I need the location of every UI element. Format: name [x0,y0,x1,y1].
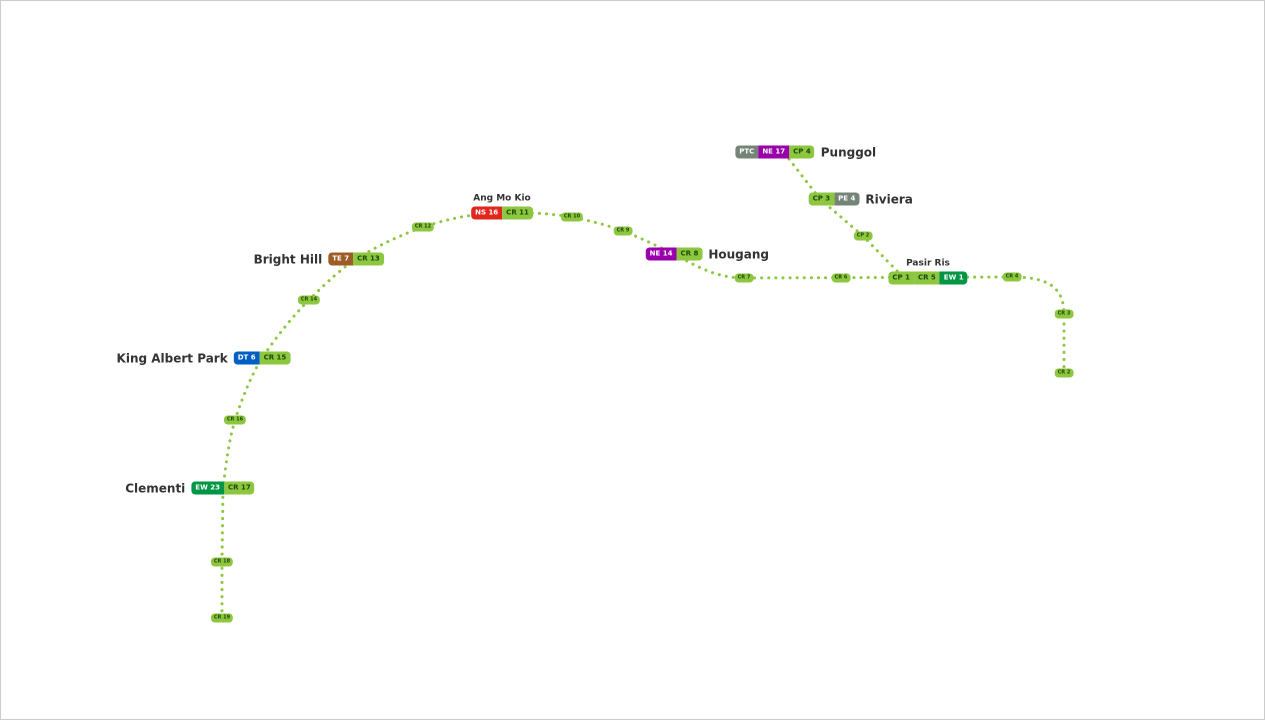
station-code-badges: CR 7 [734,273,754,283]
station-code-badges: CR 2 [1054,368,1074,378]
station-code-cr: CR 7 [734,273,754,283]
station-code-cr: CR 19 [210,613,234,623]
station-code-badges: CR 18 [210,557,234,567]
station-code-cr: CR 12 [411,222,435,232]
station-cr2[interactable]: CR 2 [1054,368,1074,378]
station-code-ptc: PTC [735,145,759,159]
station-code-ew: EW 1 [939,271,968,285]
station-code-te: TE 7 [328,252,354,266]
station-cr3[interactable]: CR 3 [1054,309,1074,319]
station-cr6[interactable]: CR 6 [831,273,851,283]
station-cr14[interactable]: CR 14 [297,295,321,305]
cross-island-line-track [220,211,1066,620]
station-name: Clementi [125,481,186,495]
station-cr18[interactable]: CR 18 [210,557,234,567]
station-code-cp: CP 3 [808,192,835,206]
station-code-badges: CR 9 [613,226,633,236]
station-code-cp: CP 1 [888,271,914,285]
station-code-cr: CR 5 [913,271,940,285]
station-code-cr: CR 18 [210,557,234,567]
station-name: Punggol [820,145,877,159]
station-name: Pasir Ris [906,258,950,269]
station-code-badges: CR 3 [1054,309,1074,319]
station-code-badges: CR 4 [1002,272,1022,282]
station-cr10[interactable]: CR 10 [560,212,584,222]
station-code-badges: CP 2 [853,231,873,241]
station-code-cr: CR 10 [560,212,584,222]
station-code-badges: CR 14 [297,295,321,305]
station-code-badges: CR 12 [411,222,435,232]
station-code-cr: CR 17 [223,481,255,495]
station-cr19[interactable]: CR 19 [210,613,234,623]
station-code-cp: CP 2 [853,231,873,241]
punggol-branch-track [787,157,901,275]
station-code-cp: CP 4 [789,145,815,159]
station-code-ne: NE 17 [758,145,790,159]
station-name: King Albert Park [116,351,228,365]
station-code-ew: EW 23 [191,481,224,495]
station-code-ns: NS 16 [471,206,503,220]
station-code-ne: NE 14 [645,247,677,261]
station-cr4[interactable]: CR 4 [1002,272,1022,282]
station-code-cr: CR 4 [1002,272,1022,282]
station-code-cr: CR 15 [259,351,291,365]
station-code-badges: CR 16 [223,415,247,425]
station-code-cr: CR 9 [613,226,633,236]
station-code-cr: CR 11 [502,206,533,220]
station-cr7[interactable]: CR 7 [734,273,754,283]
station-code-pe: PE 4 [834,192,860,206]
station-code-cr: CR 16 [223,415,247,425]
station-name: Ang Mo Kio [473,193,531,204]
station-name: Hougang [708,247,769,261]
station-cr12[interactable]: CR 12 [411,222,435,232]
station-name: Riviera [865,192,913,206]
station-name: Bright Hill [253,252,323,266]
station-code-badges: CR 19 [210,613,234,623]
station-code-cr: CR 14 [297,295,321,305]
station-code-cr: CR 2 [1054,368,1074,378]
station-cr9[interactable]: CR 9 [613,226,633,236]
station-cr16[interactable]: CR 16 [223,415,247,425]
station-code-cr: CR 3 [1054,309,1074,319]
station-cp2[interactable]: CP 2 [853,231,873,241]
station-code-cr: CR 13 [353,252,384,266]
station-code-cr: CR 8 [676,247,703,261]
station-code-dt: DT 6 [233,351,260,365]
station-code-badges: CR 10 [560,212,584,222]
station-code-badges: CR 6 [831,273,851,283]
station-code-cr: CR 6 [831,273,851,283]
